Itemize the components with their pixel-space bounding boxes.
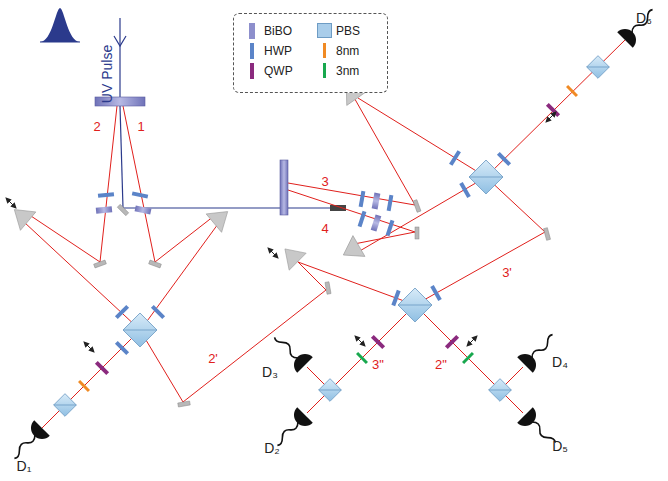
arm-number: 3 — [321, 175, 328, 188]
arm-number: 3" — [372, 358, 384, 371]
legend-text: 3nm — [336, 64, 359, 78]
legend-text: 8nm — [336, 44, 359, 58]
arm-number: 2" — [435, 358, 447, 371]
arm-number: 2' — [208, 352, 218, 365]
beam-label: UV Pulse — [100, 45, 114, 103]
arm-number: 4 — [321, 222, 328, 235]
legend-text: BiBO — [264, 24, 292, 38]
arm-number: 3' — [502, 266, 512, 279]
arm-number: 2 — [93, 120, 100, 133]
detector-label: D₆ — [636, 11, 652, 25]
detector-label: D₅ — [552, 439, 568, 453]
legend-text: PBS — [336, 24, 360, 38]
legend-swatch — [249, 23, 255, 39]
legend-text: HWP — [264, 44, 292, 58]
legend-swatch — [317, 23, 332, 38]
legend-swatch — [250, 43, 254, 59]
legend-swatch — [323, 63, 326, 78]
detector-label: D₄ — [552, 355, 568, 369]
legend-swatch — [250, 63, 254, 79]
arm-number: 1 — [137, 120, 144, 133]
legend-swatch — [323, 43, 326, 58]
detector-label: D₃ — [262, 365, 278, 379]
detector-label: D₁ — [17, 459, 32, 473]
detector-label: D₂ — [264, 441, 280, 455]
legend-box: BiBO HWP QWP PBS 8nm 3nm — [233, 13, 388, 93]
legend-text: QWP — [264, 64, 293, 78]
